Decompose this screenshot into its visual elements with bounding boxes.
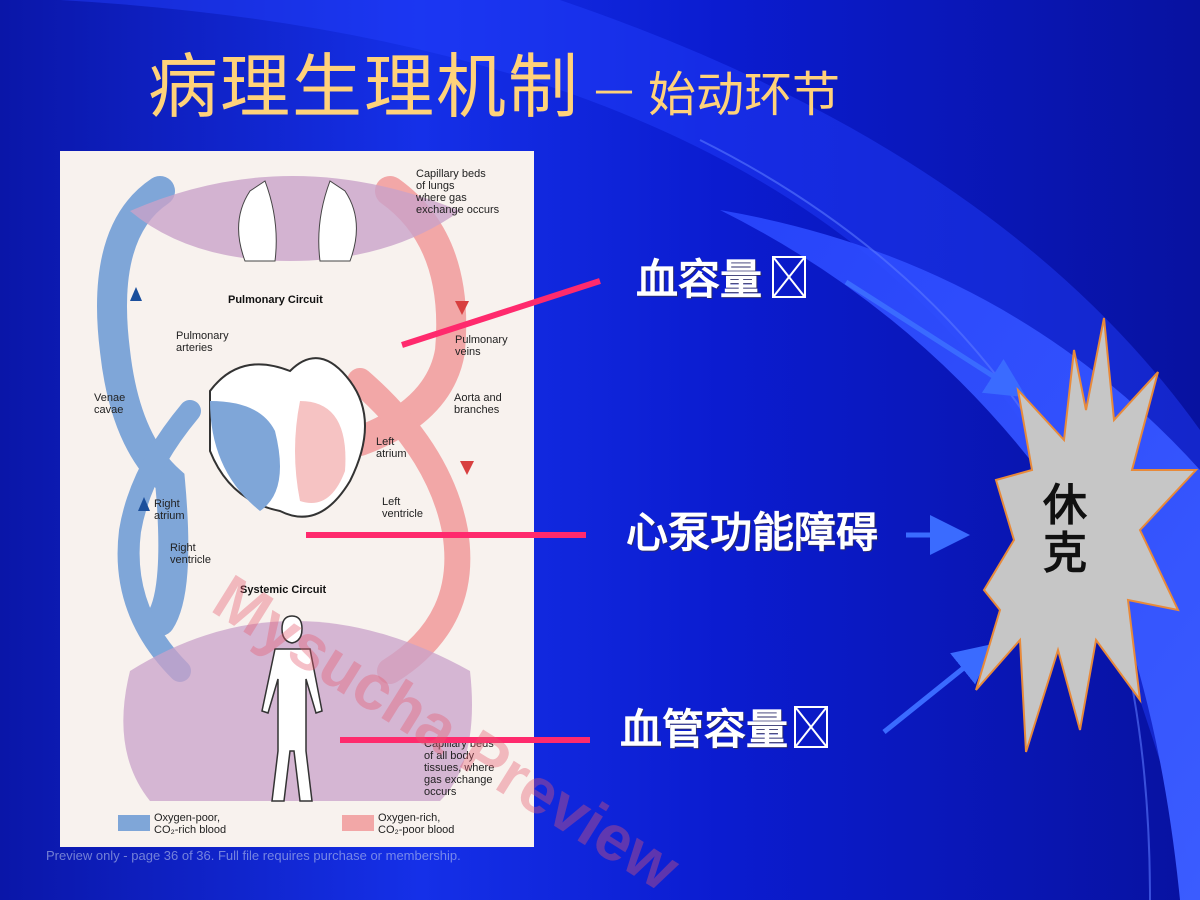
- label-systemic-circuit: Systemic Circuit: [240, 584, 327, 596]
- label-blood-volume-text: 血容量: [636, 255, 763, 304]
- label-capillary-lungs-2: of lungs: [416, 180, 455, 192]
- label-blood-volume: 血容量: [636, 255, 807, 304]
- label-capillary-lungs-3: where gas: [415, 192, 467, 204]
- label-venae-cavae-1: Venae: [94, 392, 125, 404]
- title-subtitle: 始动环节: [648, 67, 841, 123]
- label-venae-cavae-2: cavae: [94, 404, 123, 416]
- shock-label-line-1: 休: [1043, 480, 1087, 531]
- svg-text:Oxygen-poor,CO₂-rich blood: Oxygen-poor,CO₂-rich blood: [154, 812, 226, 836]
- legend-oxygen-poor-2: CO₂-rich blood: [154, 824, 226, 836]
- label-vascular: 血管容量: [620, 705, 829, 754]
- label-right-ventricle-1: Right: [170, 542, 196, 554]
- label-left-ventricle-2: ventricle: [382, 508, 423, 520]
- label-right-atrium-2: atrium: [154, 510, 185, 522]
- legend-oxygen-poor-1: Oxygen-poor,: [154, 812, 220, 824]
- title-main: 病理生理机制: [148, 46, 580, 128]
- legend-swatch-oxygen-poor: [118, 815, 150, 831]
- label-right-ventricle-2: ventricle: [170, 554, 211, 566]
- legend-swatch-oxygen-rich: [342, 815, 374, 831]
- arrow-down-box-icon: [794, 706, 829, 748]
- label-cardiac: 心泵功能障碍: [626, 508, 879, 557]
- label-pulmonary-arteries-1: Pulmonary: [176, 330, 229, 342]
- legend-oxygen-rich-1: Oxygen-rich,: [378, 812, 440, 824]
- label-capillary-body-2: of all body: [424, 750, 475, 762]
- label-pulmonary-veins-1: Pulmonary: [455, 334, 508, 346]
- label-capillary-lungs-1: Capillary beds: [416, 168, 486, 180]
- label-capillary-lungs-4: exchange occurs: [416, 204, 500, 216]
- title-dash: —: [594, 67, 634, 113]
- label-pulmonary-circuit: Pulmonary Circuit: [228, 294, 323, 306]
- label-capillary-body-5: occurs: [424, 786, 457, 798]
- preview-footer: Preview only - page 36 of 36. Full file …: [46, 848, 461, 863]
- svg-text:Oxygen-rich,CO₂-poor blood: Oxygen-rich,CO₂-poor blood: [378, 812, 454, 836]
- arrow-down-box-icon: [772, 256, 807, 298]
- shock-label-line-2: 克: [1043, 528, 1087, 580]
- label-vascular-text: 血管容量: [620, 705, 789, 754]
- shock-label: 休 克: [1030, 480, 1100, 580]
- label-right-atrium-1: Right: [154, 498, 180, 510]
- label-capillary-body-4: gas exchange: [424, 774, 493, 786]
- label-left-ventricle-1: Left: [382, 496, 400, 508]
- label-left-atrium-2: atrium: [376, 448, 407, 460]
- label-pulmonary-arteries-2: arteries: [176, 342, 213, 354]
- label-pulmonary-veins-2: veins: [455, 346, 481, 358]
- legend-oxygen-rich-2: CO₂-poor blood: [378, 824, 454, 836]
- label-capillary-body-3: tissues, where: [424, 762, 494, 774]
- slide-title: 病理生理机制—始动环节: [148, 52, 840, 122]
- label-left-atrium-1: Left: [376, 436, 394, 448]
- label-aorta-1: Aorta and: [454, 392, 502, 404]
- label-aorta-2: branches: [454, 404, 500, 416]
